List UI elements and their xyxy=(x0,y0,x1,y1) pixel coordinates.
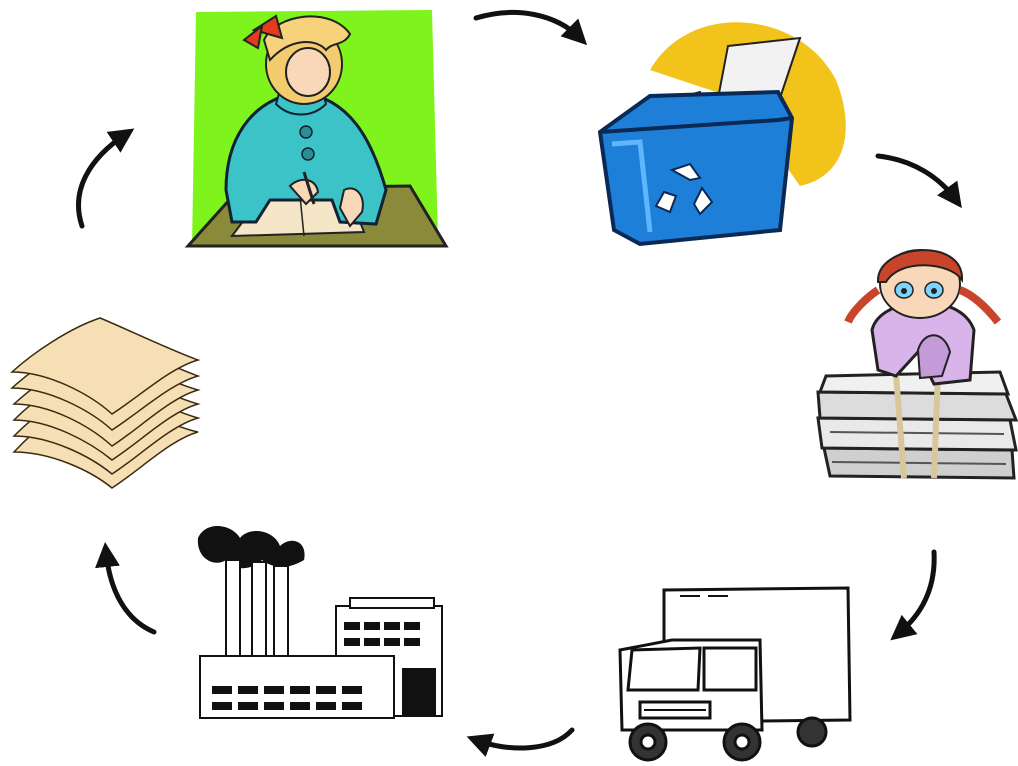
arrow-factory-to-paper xyxy=(106,552,154,632)
arrow-bundling-to-truck xyxy=(898,552,934,634)
box-truck-icon xyxy=(620,588,850,760)
girl-writing-icon xyxy=(188,10,446,246)
arrow-bin-to-bundling xyxy=(878,156,956,200)
arrow-truck-to-factory xyxy=(476,730,572,748)
arrow-writing-to-bin xyxy=(476,12,580,38)
arrow-paper-to-writing xyxy=(79,134,126,226)
paper-stack-icon xyxy=(12,318,198,488)
recycle-bin-icon xyxy=(600,22,846,244)
girl-bundling-newspapers-icon xyxy=(818,250,1016,478)
paper-mill-factory-icon xyxy=(198,526,442,718)
